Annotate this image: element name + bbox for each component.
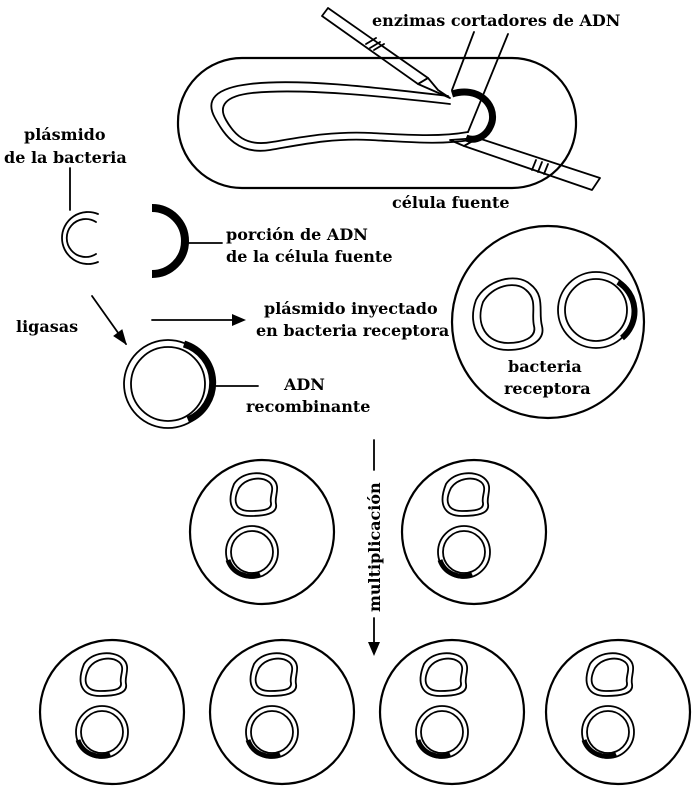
source-cell-membrane <box>178 58 576 188</box>
recombinant-label-line2: recombinante <box>246 397 370 416</box>
multiplication-arrowhead <box>368 642 380 656</box>
enzyme-pointer-line <box>452 32 508 132</box>
source-cell-label: célula fuente <box>392 193 510 212</box>
dna-portion-label-line2: de la célula fuente <box>226 247 393 266</box>
ligases-label: ligasas <box>16 317 78 336</box>
daughter-bacterium <box>210 640 354 784</box>
receptor-label-line1: bacteria <box>508 357 582 376</box>
bacterial-plasmid <box>62 212 98 264</box>
recombinant-label-line1: ADN <box>283 375 325 394</box>
source-cell-dna-inner <box>223 91 468 143</box>
scalpel-icon-lower <box>450 138 600 190</box>
plasmid-label-line2: de la bacteria <box>4 148 127 167</box>
dna-portion <box>152 208 185 274</box>
daughter-bacterium <box>40 640 184 784</box>
daughter-bacterium <box>380 640 524 784</box>
recombinant-dna <box>124 340 213 428</box>
source-cell <box>178 58 576 188</box>
daughter-bacterium <box>402 460 546 604</box>
enzymes-label: enzimas cortadores de ADN <box>372 11 620 30</box>
dna-cut-segment <box>452 92 493 139</box>
dna-portion-label-line1: porción de ADN <box>226 225 368 244</box>
multiplication-label: multiplicación <box>365 482 384 612</box>
injected-label-line1: plásmido inyectado <box>264 299 438 318</box>
daughter-bacterium <box>190 460 334 604</box>
daughter-bacterium <box>546 640 690 784</box>
ligases-arrowhead <box>114 330 126 344</box>
injected-label-line2: en bacteria receptora <box>256 321 449 340</box>
plasmid-label-line1: plásmido <box>24 125 106 144</box>
injection-arrowhead <box>232 314 246 326</box>
receptor-label-line2: receptora <box>504 379 591 398</box>
